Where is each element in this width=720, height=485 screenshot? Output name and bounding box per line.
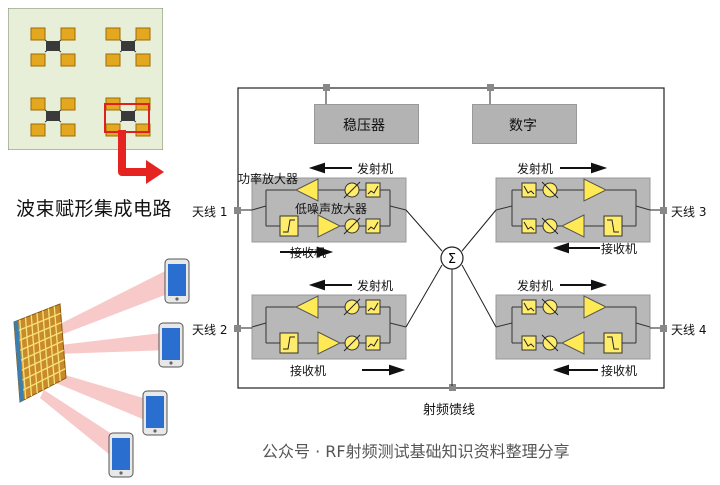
regulator-block (314, 104, 419, 144)
antenna-4-label: 天线 4 (671, 323, 707, 337)
tx-label: 发射机 (357, 279, 394, 293)
phone-icon (142, 390, 168, 440)
chip-array-illustration (7, 7, 164, 151)
pa-label: 功率放大器 (238, 172, 299, 186)
phone-icon (164, 258, 190, 308)
rx-label: 接收机 (601, 364, 638, 378)
phone-icon (108, 432, 134, 482)
regulator-label: 稳压器 (343, 118, 385, 134)
watermark: 公众号 · RF射频测试基础知识资料整理分享 (262, 442, 570, 461)
rx-label: 接收机 (290, 364, 327, 378)
digital-block (472, 104, 577, 144)
phone-icon (158, 322, 184, 372)
antenna-2-label: 天线 2 (192, 323, 228, 337)
tx-label: 发射机 (357, 162, 394, 176)
tx-label: 发射机 (517, 162, 554, 176)
lna-label: 低噪声放大器 (295, 202, 368, 216)
digital-label: 数字 (509, 118, 537, 134)
tx-label: 发射机 (517, 279, 554, 293)
beam-illustration (13, 266, 178, 455)
rx-label: 接收机 (601, 242, 638, 256)
chip-title: 波束赋形集成电路 (16, 198, 173, 220)
feed-label: 射频馈线 (423, 403, 476, 418)
red-arrow-icon (118, 130, 164, 184)
antenna-3-label: 天线 3 (671, 205, 707, 219)
sum-symbol: Σ (448, 252, 456, 267)
rx-label: 接收机 (290, 246, 327, 260)
antenna-1-label: 天线 1 (192, 205, 228, 219)
